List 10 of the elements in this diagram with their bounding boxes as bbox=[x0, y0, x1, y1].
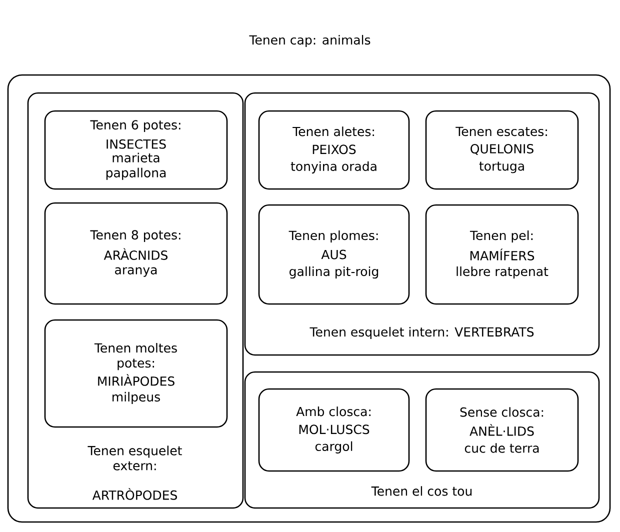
category-box: Tenen 8 potes: ARÀCNIDS aranya bbox=[44, 202, 228, 305]
category-box: Tenen plomes: AUS gallina pit-roig bbox=[258, 204, 410, 305]
category-box: Tenen moltes potes: MIRIÀPODES milpeus bbox=[44, 319, 228, 428]
category-box: Tenen escates: QUELONIS tortuga bbox=[425, 110, 579, 190]
category-box: Amb closca: MOL·LUSCS cargol bbox=[258, 388, 410, 472]
category-box: Tenen pel: MAMÍFERS llebre ratpenat bbox=[425, 204, 579, 305]
category-box: Tenen 6 potes: INSECTES marieta papallona bbox=[44, 110, 228, 190]
node-label: Tenen cap: animals bbox=[249, 34, 370, 48]
category-box: Sense closca: ANÈL·LIDS cuc de terra bbox=[425, 388, 579, 472]
category-box: Tenen aletes: PEIXOS tonyina orada bbox=[258, 110, 410, 190]
